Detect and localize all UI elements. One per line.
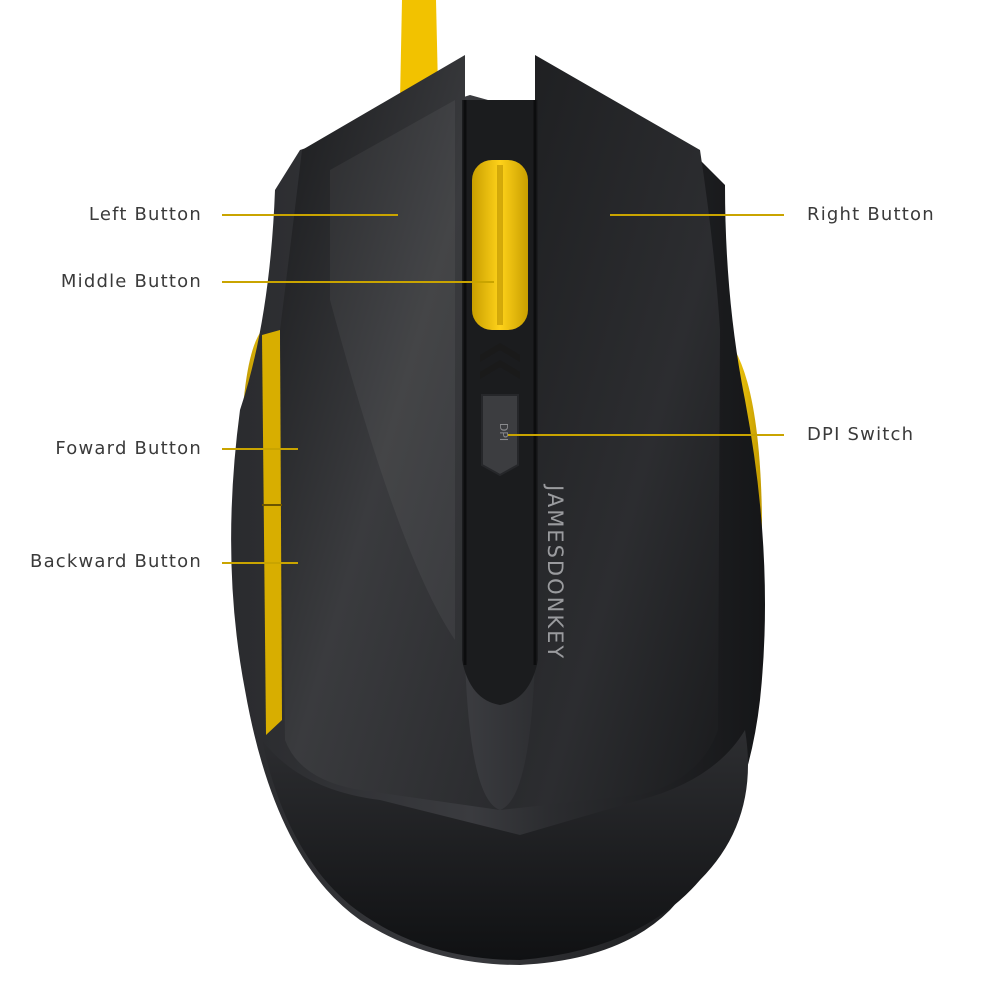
scroll-wheel-groove — [497, 165, 503, 325]
palm-rest — [262, 730, 748, 960]
callout-line-middle-button — [222, 281, 494, 283]
label-middle-button: Middle Button — [60, 271, 202, 292]
cable — [400, 0, 438, 100]
label-right-button: Right Button — [807, 204, 935, 225]
brand-logo-text: JAMESDONKEY — [543, 483, 567, 660]
left-button-panel — [280, 55, 500, 810]
shell-highlight — [330, 100, 455, 640]
label-left-button: Left Button — [88, 204, 202, 225]
label-backward-button: Backward Button — [30, 551, 202, 572]
label-dpi-switch: DPI Switch — [807, 424, 915, 445]
callout-line-dpi-switch — [508, 434, 784, 436]
callout-line-left-button — [222, 214, 398, 216]
side-buttons — [262, 330, 282, 735]
callout-line-backward-button — [222, 562, 298, 564]
callout-line-right-button — [610, 214, 784, 216]
right-button-panel — [500, 55, 720, 810]
dpi-switch-text: DPI — [497, 423, 510, 441]
dpi-chevron-bottom — [480, 360, 520, 379]
label-forward-button: Foward Button — [55, 438, 202, 459]
dpi-switch — [481, 394, 519, 477]
callout-line-forward-button — [222, 448, 298, 450]
dpi-chevron-top — [480, 343, 520, 362]
